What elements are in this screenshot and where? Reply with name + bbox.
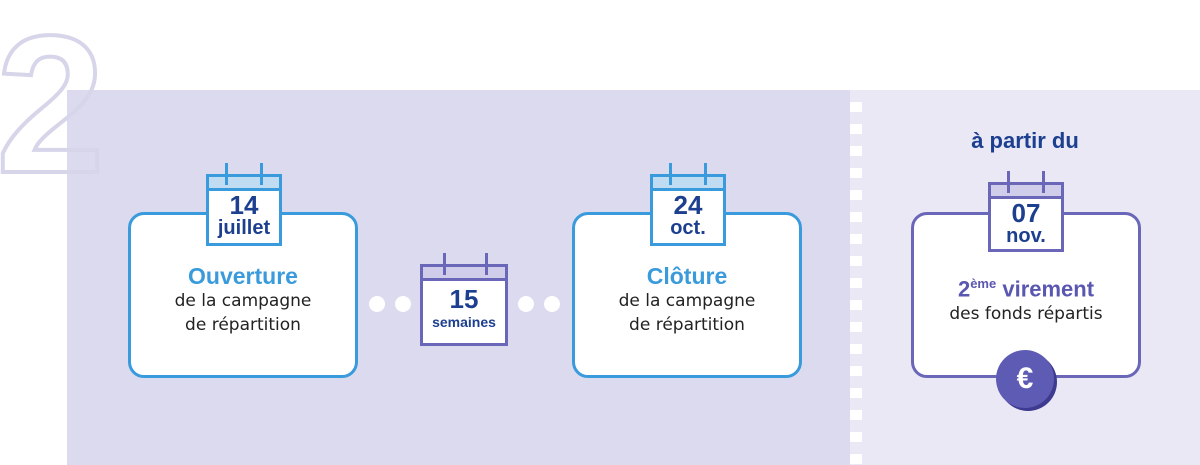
calendar-header [209,177,279,191]
calendar-ring [1007,171,1010,193]
transfer-title: 2ème virement [914,271,1138,302]
calendar-ring [1042,171,1045,193]
from-label: à partir du [971,128,1079,153]
transfer-day: 07 [1011,198,1041,228]
step-number: 2 [0,14,107,184]
calendar-ring [669,163,672,185]
calendar-ring [443,253,446,275]
closing-line1: de la campagne [618,291,756,311]
calendar-header [653,177,723,191]
calendar-ring [260,163,263,185]
transfer-calendar-icon: 07 nov. [988,171,1064,252]
connector-dot [518,296,534,312]
closing-month: oct. [670,217,706,239]
calendar-ring [485,253,488,275]
euro-icon: € [996,350,1054,408]
opening-line2: de répartition [185,315,301,335]
closing-day: 24 [673,190,703,220]
opening-calendar-icon: 14 juillet [206,163,282,246]
duration-calendar-icon: 15 semaines [420,253,508,346]
duration-unit: semaines [432,314,496,330]
dashed-divider [850,90,862,465]
calendar-header [991,185,1061,199]
transfer-ordinal-number: 2 [957,276,971,302]
step-number-text: 2 [0,14,105,184]
opening-card: Ouverture de la campagne de répartition [128,212,358,378]
transfer-month: nov. [1006,225,1046,247]
opening-month: juillet [217,217,271,239]
calendar-ring [225,163,228,185]
connector-dot [544,296,560,312]
transfer-title-word: virement [1002,276,1095,302]
opening-day: 14 [229,190,259,220]
closing-calendar-icon: 24 oct. [650,163,726,246]
opening-title: Ouverture [188,263,298,289]
calendar-ring [704,163,707,185]
transfer-ordinal-suffix: ème [970,276,997,291]
connector-dot [369,296,385,312]
transfer-line1: des fonds répartis [949,304,1103,325]
duration-value: 15 [449,284,479,314]
closing-line2: de répartition [629,315,745,335]
opening-line1: de la campagne [174,291,312,311]
calendar-header [423,267,505,281]
closing-title: Clôture [646,263,728,289]
closing-card: Clôture de la campagne de répartition [572,212,802,378]
connector-dot [395,296,411,312]
